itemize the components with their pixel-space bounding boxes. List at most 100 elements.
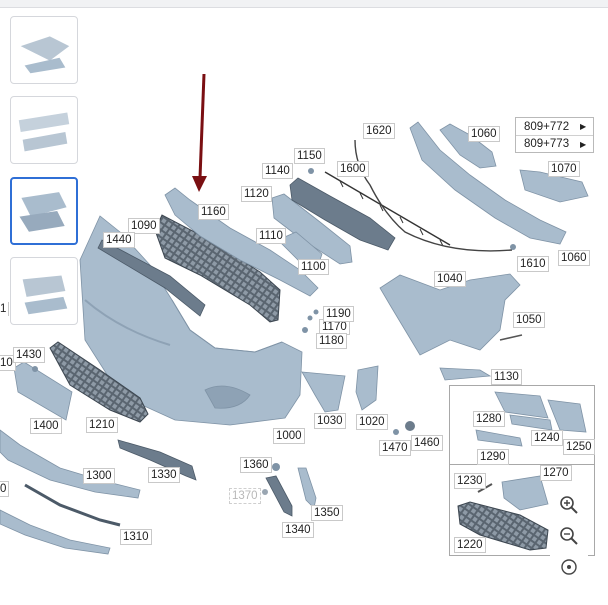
callout-1400[interactable]: 1400: [30, 418, 62, 434]
part-1370-clip[interactable]: [262, 489, 268, 495]
thumbnail-1[interactable]: [10, 16, 78, 84]
callout-1170[interactable]: 1170: [319, 319, 350, 335]
callout-1140[interactable]: 1140: [262, 163, 293, 179]
reset-view-button[interactable]: [552, 552, 586, 582]
callout-1610[interactable]: 1610: [517, 256, 549, 272]
thumbnail-strip: [0, 8, 90, 338]
callout-1160[interactable]: 1160: [198, 204, 229, 220]
callout-1350[interactable]: 1350: [311, 505, 343, 521]
part-1300-lip[interactable]: [0, 429, 141, 499]
callout-1060-b[interactable]: 1060: [558, 250, 590, 266]
part-1250-shape: [547, 399, 587, 433]
callout-1110[interactable]: 1110: [256, 228, 286, 244]
partial-left-label: 0: [0, 481, 10, 497]
reference-label: 809+772: [524, 120, 570, 133]
callout-1290[interactable]: 1290: [477, 449, 509, 465]
part-1140-panel[interactable]: [289, 177, 396, 251]
callout-1030[interactable]: 1030: [314, 413, 346, 429]
callout-1430[interactable]: 1430: [13, 347, 45, 363]
callout-1190[interactable]: 1190: [323, 306, 354, 322]
inset-divider: [450, 464, 594, 465]
part-1040-bumper-frame[interactable]: [379, 273, 521, 356]
part-1120-bracket[interactable]: [271, 193, 353, 265]
part-1600-wiring[interactable]: [324, 171, 451, 247]
callout-1180[interactable]: 1180: [316, 333, 347, 349]
part-1050-screw[interactable]: [499, 334, 523, 341]
part-1470-ring[interactable]: [393, 429, 399, 435]
part-1440-trim-strip[interactable]: [97, 239, 206, 317]
callout-1240[interactable]: 1240: [531, 430, 563, 446]
part-1280-shape: [494, 391, 549, 419]
callout-1370[interactable]: 1370: [229, 488, 261, 504]
part-1060-absorber-b[interactable]: [439, 123, 497, 169]
pointer-arrow-icon: [192, 73, 207, 192]
callout-1230[interactable]: 1230: [454, 473, 486, 489]
part-1350-trim[interactable]: [297, 467, 317, 509]
partial-left-label: 10: [0, 355, 16, 371]
part-1400-panel[interactable]: [13, 361, 73, 421]
callout-1220[interactable]: 1220: [454, 537, 486, 553]
callout-1280[interactable]: 1280: [473, 411, 505, 427]
part-1170-clip[interactable]: [307, 315, 313, 321]
reference-box: 809+772 ▶ 809+773 ▶: [515, 117, 594, 153]
part-1210-lower-grille[interactable]: [49, 341, 149, 423]
part-1220-shape: [457, 501, 549, 551]
callout-1130[interactable]: 1130: [491, 369, 522, 385]
top-bar: [0, 0, 608, 8]
thumbnail-2[interactable]: [10, 96, 78, 164]
callout-1600[interactable]: 1600: [337, 161, 369, 177]
reference-label: 809+773: [524, 138, 570, 150]
part-1270-shape: [501, 475, 549, 511]
part-1030-bracket[interactable]: [301, 371, 346, 413]
callout-1360[interactable]: 1360: [240, 457, 272, 473]
callout-1050[interactable]: 1050: [513, 312, 545, 328]
thumbnail-3[interactable]: [10, 177, 78, 245]
part-1460-sensor[interactable]: [405, 421, 415, 431]
callout-1300[interactable]: 1300: [83, 468, 115, 484]
callout-1330[interactable]: 1330: [148, 467, 180, 483]
callout-1060-a[interactable]: 1060: [468, 126, 500, 142]
callout-1440[interactable]: 1440: [103, 232, 135, 248]
part-1150-clip[interactable]: [308, 168, 314, 174]
callout-1340[interactable]: 1340: [282, 522, 314, 538]
zoom-out-icon: [560, 527, 578, 545]
reset-view-icon: [561, 559, 577, 575]
triangle-right-icon: ▶: [580, 122, 587, 131]
callout-1070[interactable]: 1070: [548, 161, 580, 177]
callout-1210[interactable]: 1210: [86, 417, 118, 433]
callout-1040[interactable]: 1040: [434, 271, 466, 287]
callout-1470[interactable]: 1470: [379, 440, 411, 456]
part-1090-grille[interactable]: [154, 214, 281, 323]
callout-1270[interactable]: 1270: [540, 465, 572, 481]
callout-1250[interactable]: 1250: [563, 439, 595, 455]
callout-1120[interactable]: 1120: [241, 186, 272, 202]
callout-1000[interactable]: 1000: [273, 428, 305, 444]
part-1070-bracket[interactable]: [519, 169, 589, 203]
part-1290-shape: [475, 429, 523, 447]
part-1190-clip[interactable]: [313, 309, 319, 315]
part-1430-clip[interactable]: [32, 366, 38, 372]
thumbnail-4[interactable]: [10, 257, 78, 325]
part-1060-absorber[interactable]: [409, 121, 567, 245]
part-1360-clip[interactable]: [272, 463, 280, 471]
reference-link[interactable]: 809+773 ▶: [516, 135, 593, 152]
callout-1020[interactable]: 1020: [356, 414, 388, 430]
partial-thumbnail-label: 1: [0, 302, 10, 316]
callout-1620[interactable]: 1620: [363, 123, 395, 139]
triangle-right-icon: ▶: [580, 139, 587, 149]
part-1310-lip[interactable]: [0, 509, 111, 555]
part-1340-trim[interactable]: [265, 475, 293, 517]
callout-1090[interactable]: 1090: [128, 218, 160, 234]
part-1310-strip[interactable]: [24, 483, 121, 527]
part-1020-bracket[interactable]: [355, 365, 379, 411]
zoom-in-button[interactable]: [552, 490, 586, 520]
reference-link[interactable]: 809+772 ▶: [516, 118, 593, 135]
callout-1100[interactable]: 1100: [298, 259, 329, 275]
callout-1310[interactable]: 1310: [120, 529, 152, 545]
part-1610-clip[interactable]: [510, 244, 516, 250]
callout-1460[interactable]: 1460: [411, 435, 443, 451]
part-1180-clip[interactable]: [302, 327, 308, 333]
zoom-out-button[interactable]: [552, 521, 586, 551]
callout-1150[interactable]: 1150: [294, 148, 325, 164]
part-1130-bar[interactable]: [439, 367, 492, 381]
